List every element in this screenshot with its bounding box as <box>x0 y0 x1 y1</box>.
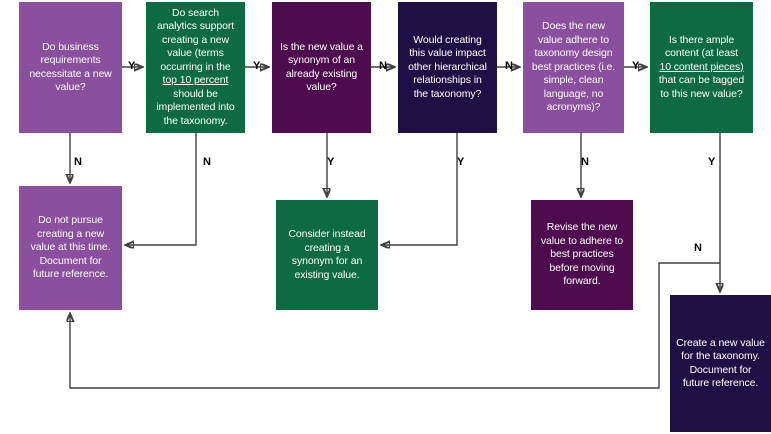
edge-label-n-hierarchy-to-practices: N <box>505 60 513 72</box>
node-text-line: Create a new value <box>676 336 765 349</box>
node-text-line: should be <box>173 87 218 100</box>
node-text-line: value? <box>306 81 337 93</box>
node-text-line: this value impact <box>409 47 486 60</box>
node-text-line: other hierarchical <box>408 60 487 73</box>
node-text-line: best practices (i.e. <box>531 60 616 73</box>
edge-label-y-practices-to-content: Y <box>632 60 640 72</box>
node-text-line: synonym for an <box>291 255 363 267</box>
node-text-line: to this new value? <box>660 87 743 100</box>
edge-label-n-content-to-create: N <box>694 242 702 254</box>
node-text-line: occurring in the <box>160 60 231 73</box>
node-text-line: requirements <box>40 54 101 66</box>
node-text-line: that can be tagged <box>658 74 745 87</box>
node-text-line: language, no <box>543 87 604 100</box>
connector-hierarchy-down-loop <box>382 133 458 245</box>
node-text-line: taxonomy design <box>534 47 613 60</box>
node-text-line: existing value. <box>294 268 360 281</box>
edge-label-y-content-down: Y <box>708 156 716 168</box>
node-text-line: future reference. <box>32 268 109 281</box>
edge-label-y-hierarchy-down: Y <box>457 156 465 168</box>
node-text-line: the taxonomy. <box>163 114 228 127</box>
node-text-line: for the taxonomy. <box>681 350 760 362</box>
edge-label-n-practices-down: N <box>581 156 589 168</box>
node-text-line: top 10 percent <box>162 74 229 87</box>
node-text-line: value? <box>55 81 86 93</box>
node-text-line: Do search <box>172 6 219 19</box>
node-text-line: simple, clean <box>543 74 604 87</box>
node-text-line: Do business <box>42 40 99 53</box>
node-text-line: value (terms <box>167 47 224 60</box>
node-text-line: Do not pursue <box>38 214 103 227</box>
connector-search-down-loop <box>126 133 197 245</box>
edge-label-n-search-down: N <box>203 156 211 168</box>
node-text-line: already existing <box>285 67 358 80</box>
node-text-line: implemented into <box>156 101 235 114</box>
node-text-line: content (at least <box>664 47 738 60</box>
node-text-line: forward. <box>563 275 601 288</box>
node-text-line: Is there ample <box>668 33 735 46</box>
node-text-line: analytics support <box>156 20 235 33</box>
connector-create-branch-to-loop <box>70 262 720 389</box>
edge-label-y-search-to-synonym: Y <box>253 60 261 72</box>
node-text-line: synonym of an <box>288 54 355 66</box>
node-text-line: value at this time. <box>30 241 111 254</box>
node-text-line: creating a new <box>162 33 229 46</box>
node-text-line: 10 content pieces) <box>659 60 744 73</box>
edge-label-y-synonym-down: Y <box>327 156 335 168</box>
node-text-line: future reference. <box>682 377 759 389</box>
node-text-line: relationships in <box>413 74 482 87</box>
node-text-line: creating a <box>304 241 350 254</box>
node-text-line: Document for <box>689 363 752 376</box>
node-text-line: the taxonomy? <box>413 87 482 100</box>
node-text-line: necessitate a new <box>29 67 112 80</box>
node-text-line: creating a new <box>37 227 104 240</box>
node-text-line: acronyms)? <box>546 101 601 114</box>
node-text-line: Revise the new <box>546 221 618 234</box>
edge-label-y-req-to-search: Y <box>128 60 136 72</box>
edge-label-n-synonym-to-hierarchy: N <box>379 60 387 72</box>
node-text-line: value to adhere to <box>540 234 624 247</box>
node-text-line: Would creating <box>413 33 482 46</box>
node-text-line: Document for <box>39 254 102 267</box>
node-text-line: best practices <box>550 248 614 261</box>
node-text-line: value adhere to <box>538 33 609 46</box>
edge-label-n-req-down: N <box>74 156 82 168</box>
node-text-line: Is the new value a <box>280 40 363 53</box>
node-text-line: Does the new <box>541 20 605 33</box>
node-text-line: Consider instead <box>288 228 366 240</box>
node-text-line: before moving <box>549 261 615 274</box>
